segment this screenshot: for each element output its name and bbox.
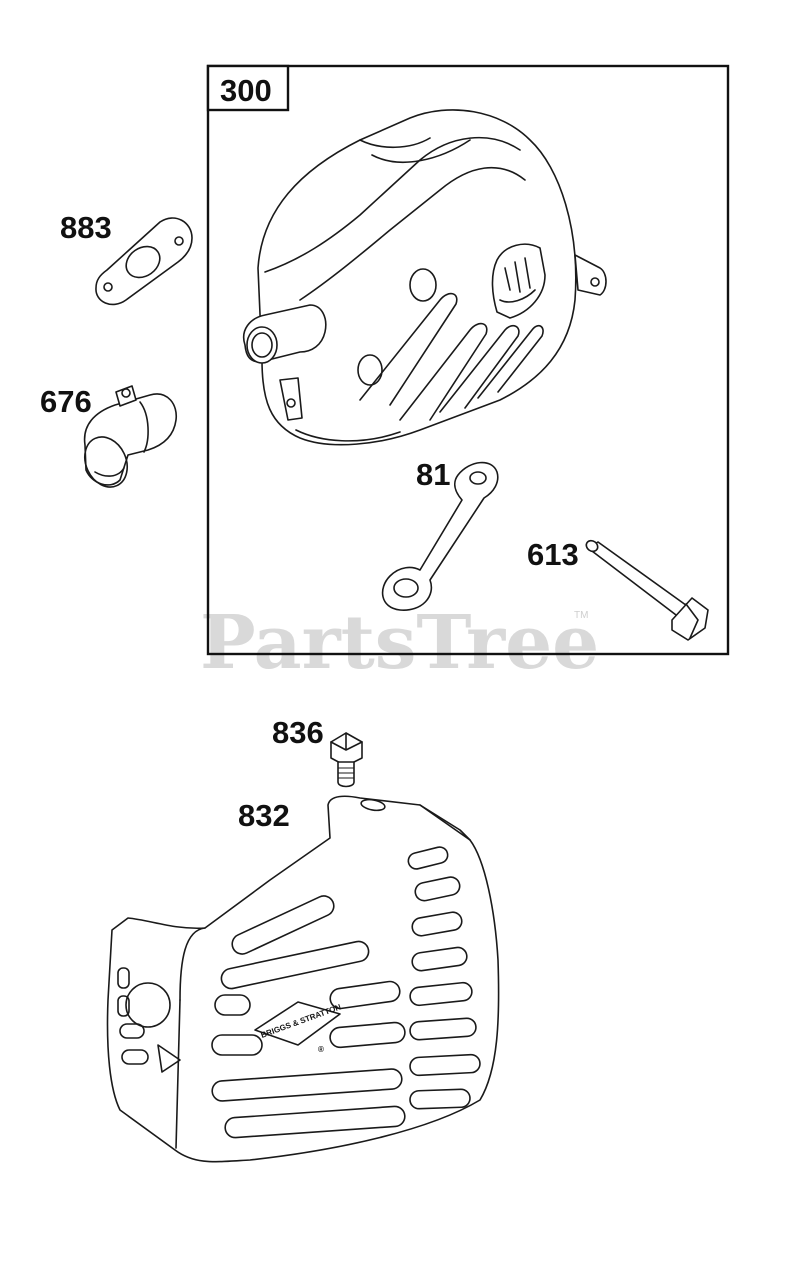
assembly-box-label: 300 [220, 73, 272, 108]
guard-screw-part[interactable] [330, 732, 363, 788]
muffler-guard-part[interactable]: BRIGGS & STRATTON ® [106, 795, 500, 1163]
watermark: PartsTree TM [200, 600, 599, 686]
watermark-trademark: TM [574, 610, 588, 621]
callout-883[interactable]: 883 [60, 210, 112, 245]
port-gasket-part[interactable] [381, 461, 499, 611]
exhaust-gasket-part[interactable] [95, 217, 193, 306]
watermark-text: PartsTree [200, 600, 599, 686]
exhaust-deflector-part[interactable] [77, 385, 177, 494]
callout-836[interactable]: 836 [272, 715, 324, 750]
muffler-part[interactable] [243, 109, 607, 446]
callout-613[interactable]: 613 [527, 537, 579, 572]
muffler-bolt-part[interactable] [584, 538, 709, 641]
callout-832[interactable]: 832 [238, 798, 290, 833]
assembly-box-300[interactable]: 300 [206, 64, 730, 656]
guard-vent-slots [211, 846, 481, 1139]
logo-registered: ® [318, 1045, 324, 1054]
callout-676[interactable]: 676 [40, 384, 92, 419]
callout-81[interactable]: 81 [416, 457, 450, 492]
